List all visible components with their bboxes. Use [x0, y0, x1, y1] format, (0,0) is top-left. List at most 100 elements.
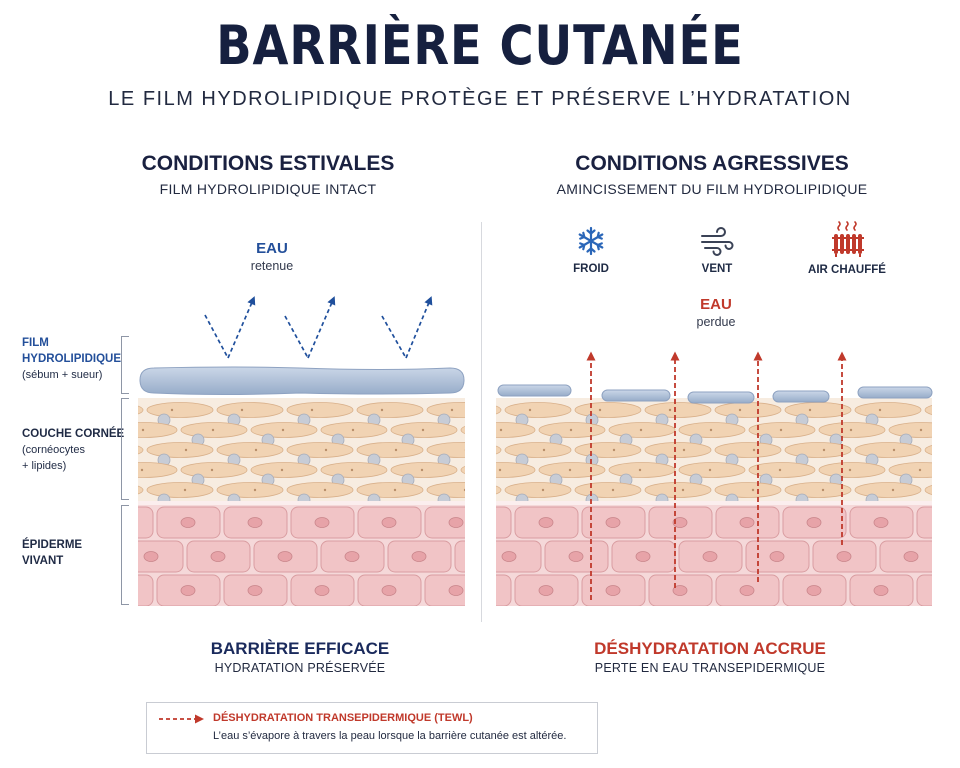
corneocyte-dot — [498, 468, 502, 472]
corneocyte-cell — [356, 402, 424, 418]
corneocyte-cell — [714, 442, 782, 458]
corneocyte-dot — [310, 408, 314, 412]
factor-air-label: AIR CHAUFFÉ — [808, 264, 886, 276]
corneocyte-dot — [210, 468, 214, 472]
legend-description: L’eau s’évapore à travers la peau lorsqu… — [213, 730, 567, 742]
factor-vent-label: VENT — [701, 263, 733, 275]
living-cell — [916, 574, 932, 606]
thin-film-segment — [601, 389, 671, 402]
corneocyte-dot — [380, 408, 384, 412]
cell-nucleus — [739, 585, 755, 596]
cell-nucleus — [114, 518, 128, 528]
bracket-cornee — [121, 398, 122, 500]
corneocyte-dot — [491, 469, 493, 471]
column-divider — [481, 222, 482, 622]
cell-nucleus — [538, 585, 554, 596]
label-epiderme-line2: VIVANT — [22, 555, 64, 567]
cell-nucleus — [210, 551, 226, 562]
cell-nucleus — [472, 518, 486, 528]
corneocyte-cell — [286, 402, 354, 418]
cell-nucleus — [501, 551, 517, 562]
corneocyte-cell — [496, 445, 502, 455]
incoming-dash — [284, 315, 309, 359]
corneocyte-dot — [569, 428, 573, 432]
thin-film-segment — [497, 384, 572, 397]
corneocyte-dot — [141, 428, 145, 432]
corneocyte-cell — [286, 482, 354, 498]
corneocyte-cell — [356, 482, 424, 498]
cell-nucleus — [836, 551, 852, 562]
bracket-tick — [121, 604, 129, 605]
right-water-sub: perdue — [696, 315, 736, 329]
label-epiderme-line1: ÉPIDERME — [22, 539, 83, 551]
corneocyte-cell — [146, 402, 214, 418]
corneocyte-dot — [421, 428, 425, 432]
corneocyte-cell — [854, 402, 922, 418]
cell-nucleus — [672, 585, 688, 596]
corneocyte-dot — [611, 488, 615, 492]
cell-nucleus — [568, 551, 584, 562]
cell-nucleus — [314, 517, 330, 528]
page-subtitle: LE FILM HYDROLIPIDIQUE PROTÈGE ET PRÉSER… — [108, 88, 852, 110]
right-result-title: DÉSHYDRATATION ACCRUE — [594, 639, 826, 658]
corneocyte-dot — [542, 448, 546, 452]
cell-nucleus — [180, 585, 196, 596]
corneocyte-cell — [426, 482, 465, 498]
corneocyte-dot — [892, 448, 896, 452]
corneocyte-cell — [574, 402, 642, 418]
corneocyte-cell — [714, 402, 782, 418]
cell-nucleus — [739, 517, 755, 528]
corneocyte-dot — [184, 448, 188, 452]
corneocyte-dot — [492, 429, 494, 431]
corneocyte-dot — [738, 408, 742, 412]
corneocyte-dot — [281, 428, 285, 432]
corneocyte-cell — [496, 405, 502, 415]
wind-icon — [701, 227, 734, 256]
corneocyte-dot — [949, 409, 951, 411]
bracket-tick — [121, 398, 129, 399]
corneocyte-dot — [808, 408, 812, 412]
corneocyte-dot — [240, 408, 244, 412]
corneocyte-dot — [473, 449, 475, 451]
cell-nucleus — [448, 585, 464, 596]
right-subheading: AMINCISSEMENT DU FILM HYDROLIPIDIQUE — [556, 181, 868, 197]
corneocyte-cell — [356, 442, 424, 458]
living-cell — [496, 506, 512, 539]
incoming-dash — [204, 314, 229, 359]
bracket-tick — [121, 393, 129, 394]
cell-nucleus — [806, 517, 822, 528]
cell-nucleus — [605, 585, 621, 596]
left-water-label: EAU retenue — [222, 240, 322, 273]
corneocyte-dot — [350, 468, 354, 472]
corneocyte-dot — [450, 408, 454, 412]
cell-nucleus — [314, 585, 330, 596]
corneocyte-dot — [323, 488, 327, 492]
corneocyte-cell — [854, 442, 922, 458]
corneocyte-dot — [254, 448, 258, 452]
factor-vent: VENT — [667, 225, 767, 275]
dashed-arrow-icon — [159, 714, 204, 724]
corneocyte-dot — [280, 468, 284, 472]
corneocyte-dot — [918, 468, 922, 472]
legend-box: DÉSHYDRATATION TRANSEPIDERMIQUE (TEWL) L… — [146, 702, 598, 754]
corneocyte-dot — [101, 409, 103, 411]
cell-nucleus — [344, 551, 360, 562]
living-cell — [424, 574, 465, 606]
corneocyte-cell — [504, 402, 572, 418]
corneocyte-cell — [714, 482, 782, 498]
corneocyte-cell — [504, 482, 572, 498]
corneocyte-dot — [891, 488, 895, 492]
corneocyte-dot — [779, 428, 783, 432]
corneocyte-dot — [598, 408, 602, 412]
cell-nucleus — [672, 517, 688, 528]
corneocyte-cell — [818, 462, 886, 478]
corneocyte-cell — [496, 422, 536, 438]
corneocyte-cell — [138, 445, 144, 455]
corneocyte-dot — [568, 468, 572, 472]
corneocyte-dot — [211, 428, 215, 432]
corneocyte-cell — [146, 442, 214, 458]
label-cornee-title: COUCHE CORNÉE — [22, 428, 125, 440]
corneocyte-dot — [324, 448, 328, 452]
right-heading: CONDITIONS AGRESSIVES — [575, 152, 849, 175]
